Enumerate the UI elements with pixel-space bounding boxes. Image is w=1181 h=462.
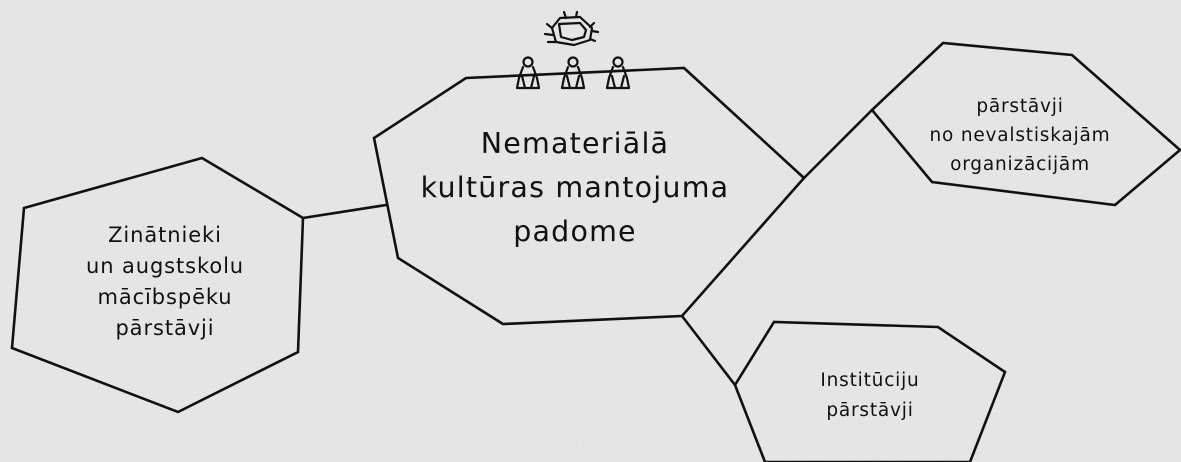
scientists-label-line: Zinātnieki xyxy=(108,223,222,247)
bottom-right-hexagon xyxy=(733,320,1007,462)
connector-top-right xyxy=(802,108,874,180)
council-title-line: padome xyxy=(513,215,637,248)
ngo-label-line: pārstāvji xyxy=(976,96,1064,117)
scientists-label-line: pārstāvji xyxy=(115,316,215,340)
center-hexagon xyxy=(372,66,806,326)
council-title-line: kultūras mantojuma xyxy=(420,171,730,204)
connector-bottom-right xyxy=(680,314,737,387)
connector-left xyxy=(301,203,388,220)
institution-label-line: Institūciju xyxy=(820,370,920,391)
ngo-representatives-label: pārstāvji no nevalstiskajām organizācijā… xyxy=(900,92,1140,179)
ngo-label-line: no nevalstiskajām xyxy=(929,125,1111,146)
scientists-label-line: mācībspēku xyxy=(97,285,233,309)
institution-representatives-label: Institūciju pārstāvji xyxy=(770,366,970,426)
left-hexagon xyxy=(10,156,305,414)
institution-label-line: pārstāvji xyxy=(826,400,914,421)
top-right-hexagon xyxy=(870,41,1181,207)
ngo-label-line: organizācijām xyxy=(950,154,1090,175)
scientists-label-line: un augstskolu xyxy=(85,254,245,278)
council-title: Nemateriālā kultūras mantojuma padome xyxy=(385,122,765,254)
council-title-line: Nemateriālā xyxy=(480,127,670,160)
scientists-label: Zinātnieki un augstskolu mācībspēku pārs… xyxy=(40,220,290,344)
